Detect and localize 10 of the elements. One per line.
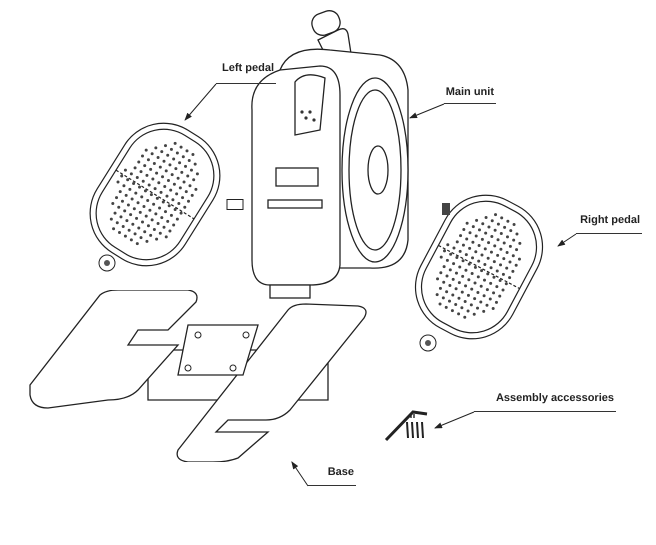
part-label: Assembly accessories [496, 392, 614, 406]
part-label: Right pedal [580, 214, 640, 228]
part-label: Left pedal [222, 62, 274, 76]
part-label: Base [328, 466, 354, 480]
leader-line [434, 412, 474, 428]
leader-line [557, 234, 576, 247]
leader-line [409, 104, 444, 118]
leader-line [184, 84, 216, 121]
part-label: Main unit [446, 86, 494, 100]
leader-line [291, 461, 308, 486]
